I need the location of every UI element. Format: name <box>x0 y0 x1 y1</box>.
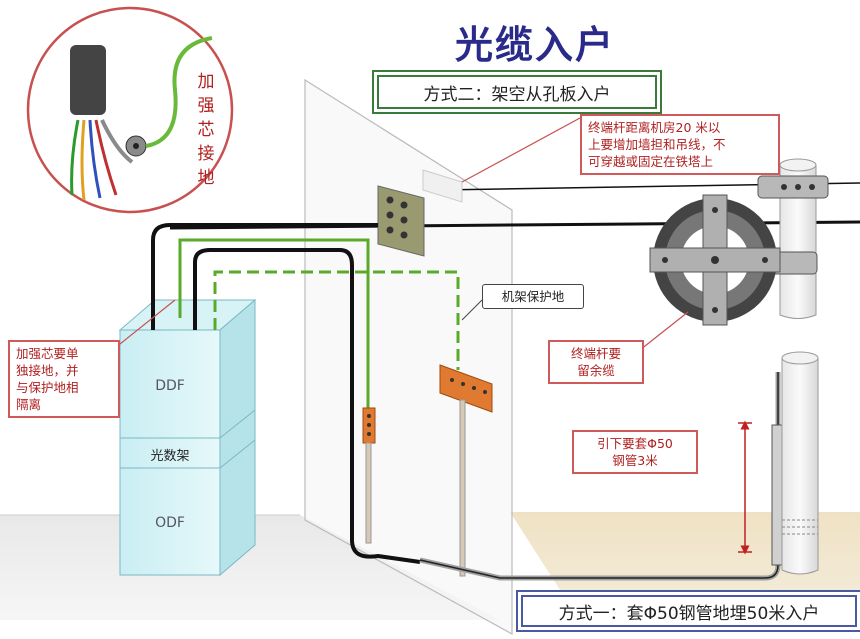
pole-slack-line-1: 终端杆要 <box>570 346 621 361</box>
pole-distance-note: 终端杆距离机房20 米以 上要增加墙担和吊线，不 可穿越或固定在铁塔上 <box>580 114 780 175</box>
pole-distance-line-1: 终端杆距离机房20 米以 <box>588 120 721 135</box>
pole-distance-line-2: 上要增加墙担和吊线，不 <box>588 137 726 152</box>
pole-distance-line-3: 可穿越或固定在铁塔上 <box>588 154 714 169</box>
fiber-cable-a <box>151 223 378 330</box>
cabinet <box>118 298 257 577</box>
rack-ground-text: 机架保护地 <box>501 289 565 304</box>
leader-rack-ground <box>461 299 483 321</box>
ground-bar-wall <box>362 407 376 544</box>
hole-plate <box>377 185 425 257</box>
utility-pole-lower <box>781 351 819 575</box>
fiber-cable-b <box>193 248 421 564</box>
slack-cable-coil <box>649 194 781 326</box>
pole-slack-line-2: 留余缆 <box>577 363 615 378</box>
pole-slack-note: 终端杆要 留余缆 <box>548 340 644 384</box>
method-two-label: 方式二：架空从孔板入户 <box>372 70 662 114</box>
leader-pole-distance <box>461 117 581 183</box>
strength-core-inset <box>26 6 234 214</box>
method-two-text: 方式二：架空从孔板入户 <box>423 84 611 105</box>
strength-core-line-2: 独接地，并 <box>16 363 79 378</box>
downlead-pipe-note: 引下要套Φ50 钢管3米 <box>572 430 698 474</box>
rack-ground-wire <box>213 270 460 370</box>
method-one-label: 方式一：套Φ50钢管地埋50米入户 <box>516 590 860 632</box>
leader-strength-core <box>109 299 176 353</box>
strength-core-ground-label: 加强芯接地 <box>197 72 215 188</box>
strength-core-ground-wire <box>178 238 370 410</box>
strength-core-separate-note: 加强芯要单 独接地，并 与保护地相 隔离 <box>8 340 120 418</box>
method-one-text: 方式一：套Φ50钢管地埋50米入户 <box>558 603 820 624</box>
ddf-label: DDF <box>155 378 185 394</box>
strength-core-line-4: 隔离 <box>16 397 42 412</box>
rack-ground-note: 机架保护地 <box>482 284 584 309</box>
downlead-pipe <box>771 424 783 566</box>
ground-bar-rack <box>439 364 493 577</box>
page-title: 光缆入户 <box>454 23 615 67</box>
downlead-line-1: 引下要套Φ50 <box>597 436 673 451</box>
frame-label: 光数架 <box>150 449 190 464</box>
downlead-line-2: 钢管3米 <box>612 453 658 468</box>
strength-core-line-3: 与保护地相 <box>16 380 79 395</box>
odf-label: ODF <box>155 515 185 531</box>
wall-bracket <box>422 169 463 203</box>
strength-core-line-1: 加强芯要单 <box>16 346 79 361</box>
leader-slack <box>639 311 689 351</box>
utility-pole-upper <box>757 158 829 319</box>
